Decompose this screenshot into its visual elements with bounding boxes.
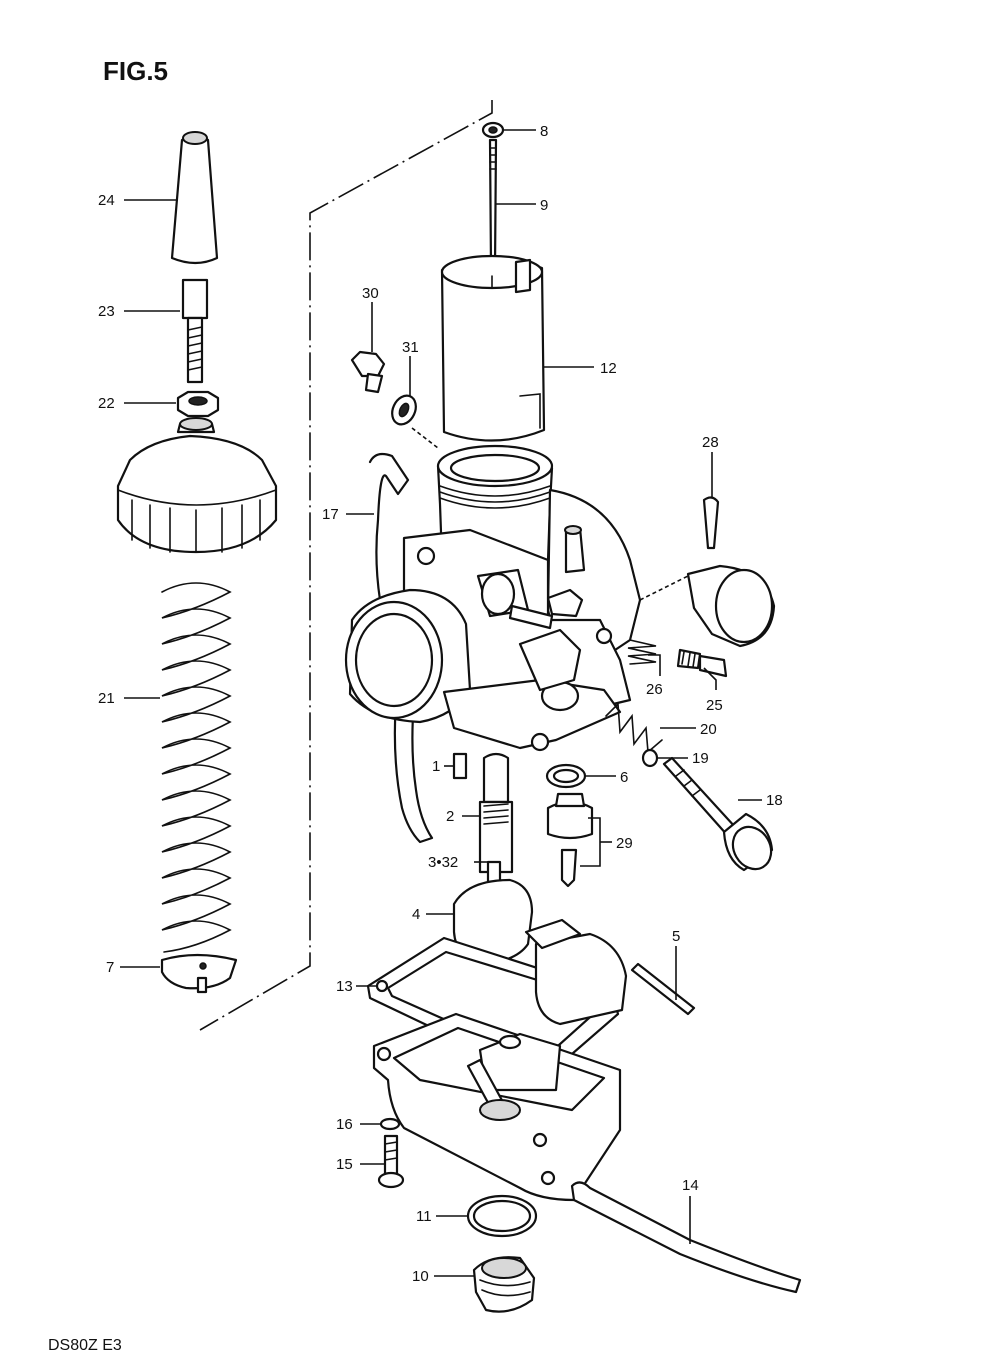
retainer-plate-part xyxy=(160,953,238,994)
washer-16-part xyxy=(379,1117,401,1131)
carburetor-body-part xyxy=(344,444,642,844)
o-ring-6-part xyxy=(545,763,587,789)
callout-15: 15 xyxy=(336,1156,353,1173)
drain-gasket-part xyxy=(466,1194,538,1238)
choke-cap-part xyxy=(639,564,776,648)
callout-25: 25 xyxy=(706,697,723,714)
washer-31-part xyxy=(391,394,417,426)
model-code: DS80Z E3 xyxy=(48,1337,122,1354)
float-arm-part xyxy=(524,918,628,1026)
callout-19: 19 xyxy=(692,750,709,767)
callout-16: 16 xyxy=(336,1116,353,1133)
callout-29: 29 xyxy=(616,835,633,852)
callout-6: 6 xyxy=(620,769,628,786)
idle-screw-part xyxy=(676,648,728,678)
mixing-chamber-cap-part xyxy=(116,417,278,554)
cable-cap-part xyxy=(170,131,219,265)
callout-30: 30 xyxy=(362,285,379,302)
callout-14: 14 xyxy=(682,1177,699,1194)
assembly-line xyxy=(411,427,439,449)
screw-30-part xyxy=(350,350,386,394)
float-bowl-part xyxy=(372,1012,622,1202)
leader-lines xyxy=(120,129,762,1277)
callout-1: 1 xyxy=(432,758,440,775)
assembly-group-frame xyxy=(199,100,493,1031)
callout-17: 17 xyxy=(322,506,339,523)
callout-20: 20 xyxy=(700,721,717,738)
throttle-stop-screw-part xyxy=(662,756,774,872)
pilot-jet-part xyxy=(452,752,468,780)
float-pin-part xyxy=(630,962,696,1016)
throttle-stop-spring-part xyxy=(605,702,663,754)
callout-24: 24 xyxy=(98,192,115,209)
callout-31: 31 xyxy=(402,339,419,356)
callout-10: 10 xyxy=(412,1268,429,1285)
callout-8: 8 xyxy=(540,123,548,140)
adjuster-screw-part xyxy=(181,278,209,384)
callout-13: 13 xyxy=(336,978,353,995)
callout-3-32: 3•32 xyxy=(428,854,458,871)
callout-12: 12 xyxy=(600,360,617,377)
callout-labels: 24 23 22 21 7 8 9 12 30 31 17 28 26 25 2… xyxy=(98,123,783,1285)
needle-jet-part xyxy=(478,752,514,874)
callout-26: 26 xyxy=(646,681,663,698)
needle-valve-seat-part xyxy=(546,792,594,888)
drain-tube-part xyxy=(570,1181,802,1294)
jet-needle-part xyxy=(488,138,498,270)
figure-title: FIG.5 xyxy=(103,56,168,86)
lock-nut-part xyxy=(176,390,220,418)
callout-2: 2 xyxy=(446,808,454,825)
callout-7: 7 xyxy=(106,959,114,976)
callout-9: 9 xyxy=(540,197,548,214)
throttle-valve-part xyxy=(440,254,546,442)
needle-clip-part xyxy=(481,121,505,139)
split-pin-part xyxy=(702,496,720,550)
throttle-spring-part xyxy=(161,582,232,953)
callout-22: 22 xyxy=(98,395,115,412)
callout-28: 28 xyxy=(702,434,719,451)
drain-plug-part xyxy=(472,1256,536,1313)
bowl-screw-part xyxy=(377,1134,405,1189)
callout-21: 21 xyxy=(98,690,115,707)
o-ring-19-part xyxy=(641,748,659,768)
callout-4: 4 xyxy=(412,906,420,923)
callout-11: 11 xyxy=(416,1208,432,1225)
pilot-spring-part xyxy=(627,639,657,665)
callout-18: 18 xyxy=(766,792,783,809)
callout-23: 23 xyxy=(98,303,115,320)
callout-5: 5 xyxy=(672,928,680,945)
